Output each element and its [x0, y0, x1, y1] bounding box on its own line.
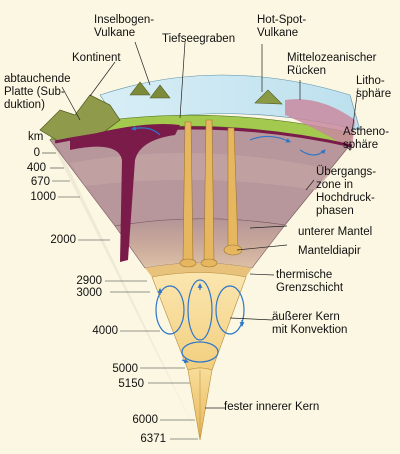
label-lithosphaere: Litho- sphäre — [356, 75, 392, 100]
label-inselbogen-vulkane: Inselbogen- Vulkane — [94, 14, 155, 39]
depth-5150: 5150 — [118, 378, 144, 390]
depth-unit: km — [28, 131, 44, 143]
label-kontinent: Kontinent — [72, 52, 121, 64]
label-asthenosphaere: Astheno- sphäre — [343, 126, 390, 151]
depth-6371: 6371 — [140, 433, 166, 445]
depth-400: 400 — [26, 162, 46, 174]
depth-2000: 2000 — [50, 234, 76, 246]
plume-head-3 — [223, 244, 243, 256]
label-fester-innerer-kern: fester innerer Kern — [224, 401, 320, 413]
depth-3000: 3000 — [76, 287, 102, 299]
depth-1000: 1000 — [30, 191, 56, 203]
lower-mantle — [114, 218, 286, 269]
depth-670: 670 — [30, 176, 50, 188]
subducting-slab — [70, 124, 180, 262]
label-unterer-mantel: unterer Mantel — [298, 226, 373, 238]
plume-head-1 — [179, 258, 197, 268]
label-uebergangszone: Übergangs- zone in Hochdruck- phasen — [316, 166, 377, 217]
label-thermische-grenzschicht: thermische Grenzschicht — [276, 269, 344, 294]
outer-core-convection — [155, 279, 245, 364]
label-aeusserer-kern: äußerer Kern mit Konvektion — [272, 311, 348, 336]
label-hot-spot-vulkane: Hot-Spot- Vulkane — [257, 14, 307, 39]
transition-zone — [70, 153, 333, 190]
depth-0: 0 — [33, 147, 40, 159]
thermal-boundary-layer — [145, 263, 252, 277]
depth-6000: 6000 — [132, 414, 158, 426]
mantle-plume-2 — [203, 119, 215, 263]
depth-ticks — [42, 152, 198, 440]
label-mittelozeanischer-ruecken: Mittelozeanischer Rücken — [287, 52, 377, 77]
plume-head-2 — [200, 258, 218, 268]
depth-4000: 4000 — [92, 325, 118, 337]
leader-lines — [61, 41, 359, 409]
mantle-plume-1 — [182, 121, 194, 263]
depth-2900: 2900 — [76, 275, 102, 287]
depth-5000: 5000 — [112, 363, 138, 375]
label-tiefseegraben: Tiefseegraben — [162, 33, 236, 45]
mid-ocean-ridge — [254, 89, 283, 105]
label-manteldiapir: Manteldiapir — [298, 245, 361, 257]
label-subduktion: abtauchende Platte (Sub- duktion) — [4, 73, 71, 111]
